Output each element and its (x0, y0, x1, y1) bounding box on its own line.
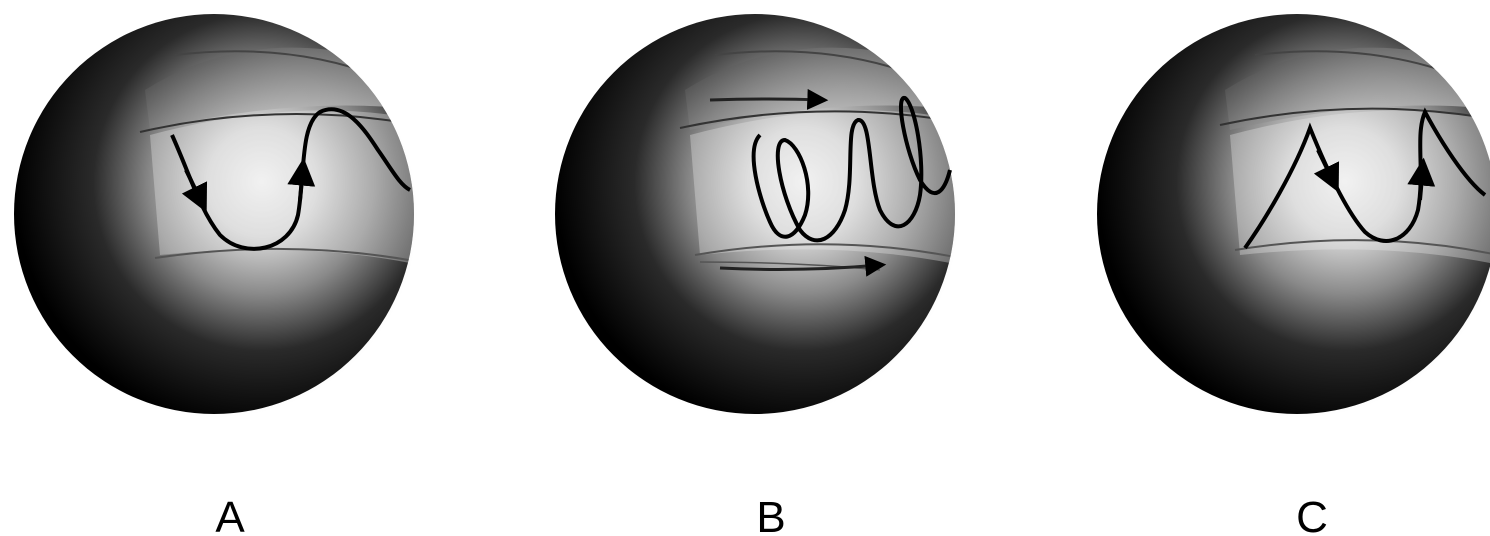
panel-label-a: A (215, 493, 245, 536)
drift-arrow-top-icon (710, 99, 822, 100)
panel-label-b: B (756, 493, 785, 536)
panel-c (1096, 13, 1490, 419)
panel-a (13, 13, 420, 419)
panel-label-c: C (1296, 493, 1328, 536)
panel-b (554, 13, 960, 419)
sphere-c-upper-band (1230, 110, 1490, 265)
sphere-a-upper-band (150, 110, 420, 265)
